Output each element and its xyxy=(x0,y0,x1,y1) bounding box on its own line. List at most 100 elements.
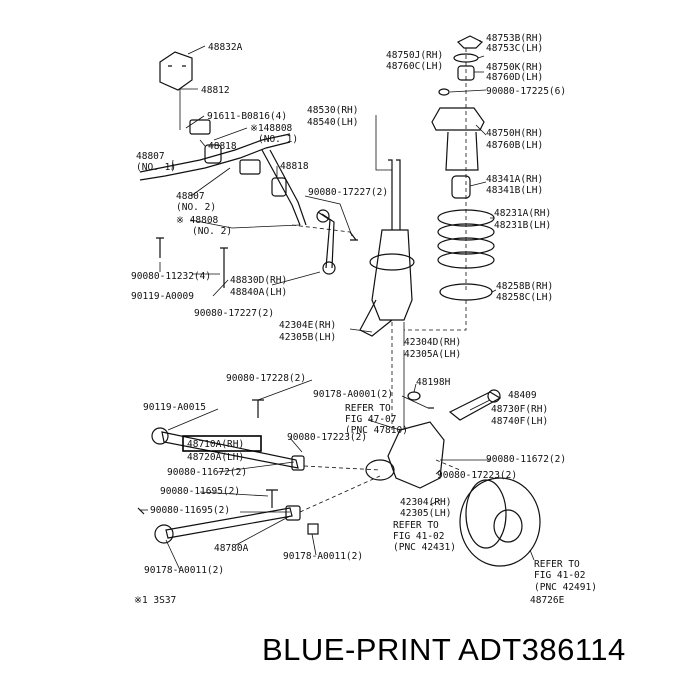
label-48258c: 48258C(LH) xyxy=(496,292,553,303)
label-48341b: 48341B(LH) xyxy=(486,185,543,196)
label-90178-a0011-a: 90178-A0011(2) xyxy=(283,551,363,562)
label-48740f: 48740F(LH) xyxy=(491,416,548,427)
label-refer-41-c: (PNC 42431) xyxy=(393,542,456,553)
label-42305: 42305(LH) xyxy=(400,508,451,519)
label-90178-a0011-b: 90178-A0011(2) xyxy=(144,565,224,576)
carrier-42304d xyxy=(387,421,445,489)
bolt-90080-11232 xyxy=(156,237,164,258)
label-48530: 48530(RH) xyxy=(307,105,358,116)
label-48341a: 48341A(RH) xyxy=(486,174,543,185)
label-90080-17227-a: 90080-17227(2) xyxy=(194,308,274,319)
label-48840a: 48840A(LH) xyxy=(230,287,287,298)
label-48808-no2: ※ 48808 xyxy=(176,215,219,226)
label-48808-no2-sub: (NO. 2) xyxy=(192,226,232,237)
part-labels: 48832A 48812 91611-B0816(4) ※148808 (NO.… xyxy=(131,33,597,606)
bracket-48780a xyxy=(285,505,301,521)
leader-lines xyxy=(140,40,535,571)
label-90178-a0001-a: 90178-A0001(2) xyxy=(313,389,393,400)
label-42304d: 42304D(RH) xyxy=(404,337,461,348)
label-90119-a0015: 90119-A0015 xyxy=(143,402,206,413)
label-90080-17228: 90080-17228(2) xyxy=(226,373,306,384)
label-figure-48726e: 48726E xyxy=(530,595,565,606)
label-48808-no1-sub: (NO. 1) xyxy=(258,134,298,145)
label-48750j: 48750J(RH) xyxy=(386,50,443,61)
label-42304: 42304(RH) xyxy=(400,497,451,508)
label-90080-17223-b: 90080-17223(2) xyxy=(437,470,517,481)
strut-bracket xyxy=(359,299,393,337)
nut-90080-17225 xyxy=(438,88,450,96)
strut-rod-bushing xyxy=(487,389,501,403)
bolt-90119-a0009 xyxy=(220,247,228,288)
label-refer-41-b: FIG 41-02 xyxy=(393,531,444,542)
label-48540: 48540(LH) xyxy=(307,117,358,128)
brand-part-number-caption: BLUE-PRINT ADT386114 xyxy=(262,632,626,667)
assembly-dashed-lines xyxy=(291,48,467,513)
label-48760d: 48760D(LH) xyxy=(486,72,543,83)
part-drawings xyxy=(137,35,541,567)
brake-disc xyxy=(459,477,541,567)
stabilizer-link-arm xyxy=(261,149,307,226)
label-90080-17227-b: 90080-17227(2) xyxy=(308,187,388,198)
adjuster-48710a xyxy=(291,455,305,471)
label-48198h: 48198H xyxy=(416,377,451,388)
bump-stopper-48341a xyxy=(451,175,471,199)
label-48231b: 48231B(LH) xyxy=(494,220,551,231)
link-ball-lower xyxy=(322,261,336,275)
label-48818-a: 48818 xyxy=(208,141,237,152)
bracket-48832a xyxy=(159,51,193,91)
label-48780a: 48780A xyxy=(214,543,249,554)
label-48807-no1: 48807 xyxy=(136,151,165,162)
label-48760c: 48760C(LH) xyxy=(386,61,443,72)
label-48807-no2-sub: (NO. 2) xyxy=(176,202,216,213)
label-refer-41-a: REFER TO xyxy=(393,520,439,531)
bushing-48780a xyxy=(154,524,174,544)
label-48753c: 48753C(LH) xyxy=(486,43,543,54)
label-48750h: 48750H(RH) xyxy=(486,128,543,139)
label-48760b: 48760B(LH) xyxy=(486,140,543,151)
label-90119-a0009: 90119-A0009 xyxy=(131,291,194,302)
upper-mount-48750h xyxy=(431,107,485,131)
label-48231a: 48231A(RH) xyxy=(494,208,551,219)
dust-boot-48750h xyxy=(445,131,479,171)
bushing-48818-b xyxy=(271,177,287,197)
label-90080-17223-a: 90080-17223(2) xyxy=(287,432,367,443)
link-rod-48830d xyxy=(317,211,335,269)
label-42305b: 42305B(LH) xyxy=(279,332,336,343)
bracket-48807-b xyxy=(239,159,261,175)
bolt-90080-17228 xyxy=(252,399,264,418)
label-48258b: 48258B(RH) xyxy=(496,281,553,292)
label-refer-41-f: (PNC 42491) xyxy=(534,582,597,593)
label-48830d: 48830D(RH) xyxy=(230,275,287,286)
label-48750k: 48750K(RH) xyxy=(486,62,543,73)
stabilizer-bar xyxy=(139,133,291,181)
label-48710a: 48710A(RH) xyxy=(187,439,244,450)
label-refer-41-e: FIG 41-02 xyxy=(534,570,585,581)
label-48812: 48812 xyxy=(201,85,230,96)
label-91611-b0816: 91611-B0816(4) xyxy=(207,111,287,122)
label-48409: 48409 xyxy=(508,390,537,401)
bolt-90080-11695 xyxy=(266,489,278,508)
label-48753b: 48753B(RH) xyxy=(486,33,543,44)
nut-48753b xyxy=(456,35,484,49)
label-48807-no2: 48807 xyxy=(176,191,205,202)
bushing-48818-a xyxy=(204,144,222,164)
highlight-box-48710a xyxy=(182,435,262,452)
label-48720a: 48720A(LH) xyxy=(187,452,244,463)
label-48730f: 48730F(RH) xyxy=(491,404,548,415)
label-refer-47-a: REFER TO xyxy=(345,403,391,414)
lower-arm-48780a xyxy=(165,507,293,539)
label-90080-11672-a: 90080-11672(2) xyxy=(167,467,247,478)
bolt-90080-11672 xyxy=(137,507,145,515)
label-48807-no1-sub: (NO. 1) xyxy=(136,162,176,173)
label-90080-11232: 90080-11232(4) xyxy=(131,271,211,282)
label-90080-17225: 90080-17225(6) xyxy=(486,86,566,97)
bushing-90119-a0015 xyxy=(151,427,169,445)
dust-cover xyxy=(465,479,507,549)
label-90080-11672-b: 90080-11672(2) xyxy=(486,454,566,465)
strut-spring-seat xyxy=(369,253,415,271)
label-42304e: 42304E(RH) xyxy=(279,320,336,331)
brake-disc-hub xyxy=(493,509,523,543)
bracket-48807-a xyxy=(189,119,211,135)
label-90080-11695-b: 90080-11695(2) xyxy=(150,505,230,516)
